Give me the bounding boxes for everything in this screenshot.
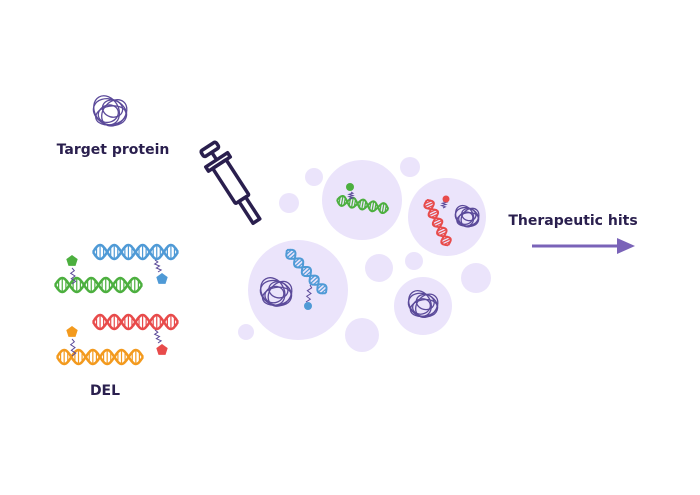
linker	[153, 259, 163, 273]
dna-rung	[320, 288, 327, 294]
bubble	[408, 178, 486, 256]
dna-rung	[363, 201, 367, 209]
dna-rung	[441, 238, 451, 244]
arrow-right-icon	[532, 238, 635, 254]
bubble	[279, 193, 299, 213]
syringe-icon	[199, 140, 262, 225]
linker	[69, 338, 77, 357]
dna-rung	[301, 266, 308, 273]
dna-rung	[437, 227, 445, 232]
pentagon-ligand-icon	[66, 326, 78, 337]
dna-rung	[297, 262, 304, 268]
ligand-dot	[442, 195, 450, 203]
bubble	[461, 263, 491, 293]
dna-rung	[426, 204, 434, 209]
dna-rung	[317, 285, 327, 293]
dna-rung	[305, 270, 312, 277]
dna-rung	[338, 196, 341, 205]
dna-helix-icon	[91, 243, 180, 261]
bubble	[238, 324, 254, 340]
dna-rung	[343, 197, 346, 205]
dna-rung	[289, 253, 296, 260]
dna-rung	[313, 279, 320, 286]
ligand-dot	[346, 183, 354, 191]
dna-rung	[294, 259, 303, 267]
dna-rung	[381, 203, 385, 214]
dna-rung	[433, 218, 440, 223]
dna-rung	[358, 200, 362, 208]
linker	[305, 284, 313, 303]
dna-rung	[286, 250, 295, 259]
dna-rung	[340, 195, 344, 206]
bubble	[394, 277, 452, 335]
dna-rung	[439, 231, 447, 237]
bubble	[405, 252, 423, 270]
bubbles	[238, 157, 491, 352]
dna-rung	[369, 202, 372, 210]
dna-rung	[435, 222, 443, 227]
linker	[347, 191, 355, 200]
dna-strand	[55, 348, 145, 366]
dna-strand	[53, 276, 144, 294]
dna-rung	[428, 209, 436, 214]
dna-rung	[379, 204, 382, 212]
bubble	[305, 168, 323, 186]
pentagon-ligand-icon	[156, 344, 168, 355]
dna-rung	[302, 267, 311, 276]
dna-rung	[285, 249, 292, 255]
dna-rung	[374, 203, 377, 211]
dna-helix-icon	[91, 313, 180, 331]
dna-helix-icon	[336, 194, 390, 215]
protein-icon	[407, 290, 439, 319]
linker	[153, 329, 163, 344]
dna-rung	[353, 199, 357, 207]
del-label: DEL	[90, 383, 120, 399]
bubble	[400, 157, 420, 177]
dna-rung	[310, 276, 319, 284]
bubble	[345, 318, 379, 352]
dna-rung	[309, 275, 316, 281]
target-protein-label: Target protein	[57, 142, 170, 158]
dna-helix-icon	[423, 199, 452, 247]
ligand-dot	[304, 302, 312, 310]
linker	[69, 267, 77, 285]
dna-rung	[424, 200, 432, 205]
dna-rung	[316, 283, 324, 290]
protein-icon	[92, 95, 128, 127]
dna-rung	[350, 197, 354, 208]
dna-rung	[348, 198, 352, 206]
dna-rung	[361, 199, 365, 210]
dna-rung	[293, 257, 300, 264]
therapeutic-hits-label: Therapeutic hits	[508, 213, 637, 229]
dna-strand	[91, 243, 180, 261]
dna-rung	[441, 236, 449, 241]
dna-helix-icon	[55, 348, 145, 366]
dna-rung	[371, 201, 375, 212]
dna-rung	[428, 210, 439, 217]
dna-rung	[432, 220, 443, 226]
artwork	[53, 95, 480, 366]
dna-strand	[91, 313, 180, 331]
pentagon-ligand-icon	[66, 255, 78, 266]
dna-strand	[285, 249, 326, 295]
dna-rung	[443, 241, 451, 246]
dna-strand	[423, 199, 449, 247]
pentagon-ligand-icon	[156, 273, 168, 284]
dna-helix-icon	[285, 248, 328, 295]
bubble	[365, 254, 393, 282]
dna-helix-icon	[53, 276, 144, 294]
dna-strand	[286, 248, 328, 294]
protein-icon	[454, 204, 480, 228]
dna-rung	[430, 213, 438, 218]
dna-rung	[384, 204, 387, 213]
dna-rung	[424, 201, 434, 208]
protein-icon	[259, 277, 293, 307]
dna-rung	[437, 229, 447, 235]
bubble	[248, 240, 348, 340]
